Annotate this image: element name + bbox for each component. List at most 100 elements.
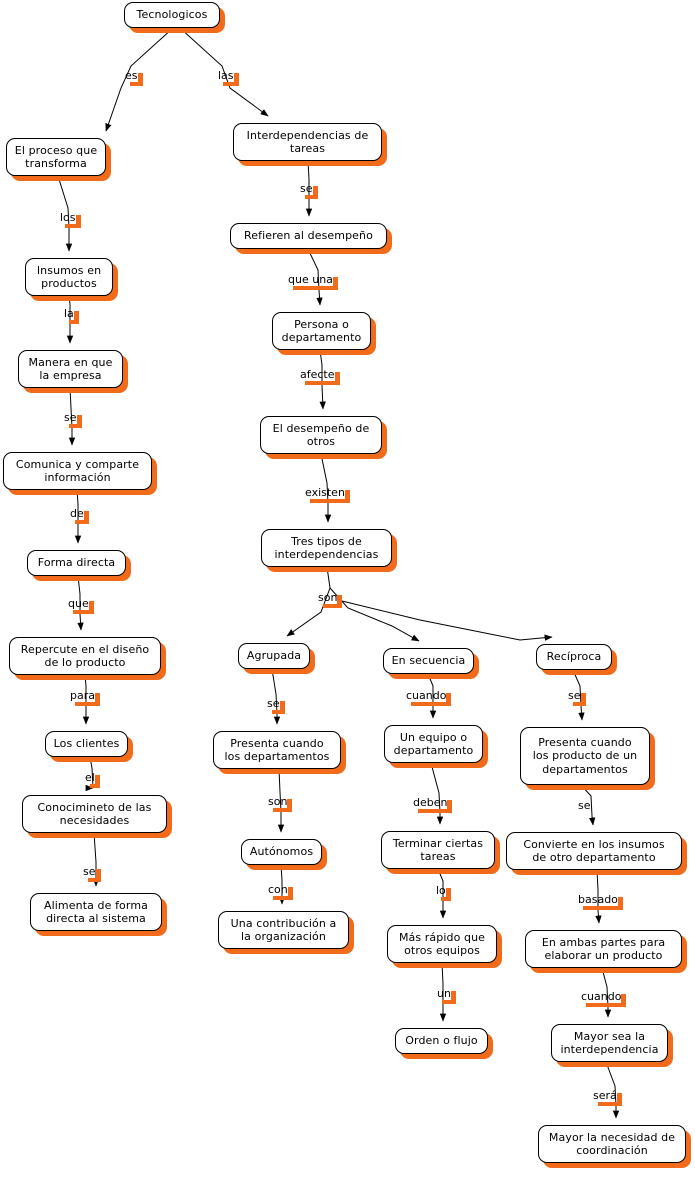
- link-phrase[interactable]: el: [85, 771, 95, 784]
- link-phrase[interactable]: cuando: [406, 689, 447, 702]
- link-phrase[interactable]: para: [70, 689, 95, 702]
- link-phrase[interactable]: será: [593, 1089, 617, 1102]
- link-phrase-shadow-tick: [333, 277, 338, 286]
- link-phrase[interactable]: se: [83, 865, 96, 878]
- link-phrase-shadow-tick: [313, 186, 318, 195]
- link-phrase-shadow-tick: [446, 693, 451, 702]
- concept-node[interactable]: Interdependencias de tareas: [233, 123, 382, 161]
- concept-node[interactable]: Refieren al desempeño: [230, 223, 387, 249]
- link-phrase[interactable]: un: [437, 987, 451, 1000]
- link-phrase-shadow: [305, 381, 340, 385]
- link-phrase-shadow-tick: [84, 511, 89, 520]
- concept-node[interactable]: Orden o flujo: [395, 1028, 488, 1054]
- concept-node-label: Comunica y comparte información: [15, 457, 140, 485]
- concept-node[interactable]: Mayor la necesidad de coordinación: [538, 1125, 686, 1163]
- concept-node[interactable]: Presenta cuando los producto de un depar…: [520, 727, 650, 785]
- link-phrase-shadow: [598, 1102, 622, 1106]
- edge-n21-n22: [430, 762, 444, 825]
- link-phrase[interactable]: existen: [305, 486, 345, 499]
- concept-node[interactable]: Tecnologicos: [124, 2, 220, 28]
- concept-node-label: Presenta cuando los producto de un depar…: [532, 735, 638, 776]
- link-phrase-shadow-tick: [617, 1093, 622, 1102]
- link-phrase[interactable]: son: [318, 591, 338, 604]
- concept-node-label: Tecnologicos: [136, 8, 208, 22]
- link-phrase[interactable]: que: [68, 597, 89, 610]
- link-phrase[interactable]: se: [568, 689, 581, 702]
- link-phrase-shadow: [273, 808, 292, 812]
- concept-node-label: Terminar ciertas tareas: [392, 836, 484, 864]
- link-phrase-shadow: [293, 286, 338, 290]
- link-phrase[interactable]: que una: [288, 273, 333, 286]
- concept-node[interactable]: Presenta cuando los departamentos: [213, 731, 341, 769]
- concept-node[interactable]: Manera en que la empresa: [18, 350, 123, 388]
- concept-node[interactable]: El desempeño de otros: [260, 416, 382, 454]
- concept-node[interactable]: Más rápido que otros equipos: [387, 925, 497, 963]
- link-phrase-shadow: [441, 897, 451, 901]
- link-phrase[interactable]: se: [300, 182, 313, 195]
- concept-node[interactable]: Persona o departamento: [272, 312, 371, 350]
- concept-node[interactable]: Agrupada: [238, 643, 310, 669]
- concept-node[interactable]: Terminar ciertas tareas: [381, 831, 495, 869]
- concept-node-label: Recíproca: [546, 650, 602, 664]
- link-phrase-shadow: [75, 520, 89, 524]
- link-phrase-shadow: [305, 195, 318, 199]
- link-phrase[interactable]: de: [70, 507, 84, 520]
- concept-node[interactable]: Comunica y comparte información: [3, 452, 152, 490]
- link-phrase-shadow: [586, 1003, 626, 1007]
- concept-node-label: Mayor la necesidad de coordinación: [548, 1130, 676, 1158]
- link-phrase[interactable]: la: [64, 307, 74, 320]
- concept-node[interactable]: Conocimineto de las necesidades: [22, 795, 167, 833]
- concept-node-label: Orden o flujo: [405, 1034, 478, 1048]
- concept-node[interactable]: Recíproca: [536, 644, 612, 670]
- link-phrase-shadow-tick: [138, 73, 143, 82]
- link-phrase-shadow-tick: [288, 887, 293, 896]
- concept-node[interactable]: Mayor sea la interdependencia: [551, 1024, 668, 1062]
- link-phrase-shadow-tick: [89, 601, 94, 610]
- concept-node[interactable]: En ambas partes para elaborar un product…: [525, 930, 682, 968]
- link-phrase[interactable]: se: [578, 799, 591, 812]
- link-phrase-shadow: [90, 784, 100, 788]
- concept-node[interactable]: Autónomos: [241, 839, 322, 865]
- concept-node[interactable]: Un equipo o departamento: [384, 725, 483, 763]
- concept-node-label: Repercute en el diseño de lo producto: [20, 642, 150, 670]
- concept-node-label: Los clientes: [53, 737, 120, 751]
- concept-node[interactable]: Tres tipos de interdependencias: [261, 529, 392, 567]
- concept-node-label: Presenta cuando los departamentos: [224, 736, 330, 764]
- link-phrase[interactable]: basado: [578, 893, 618, 906]
- concept-node-label: Insumos en productos: [36, 263, 102, 291]
- concept-node-label: Forma directa: [37, 556, 116, 570]
- link-phrase[interactable]: las: [218, 69, 234, 82]
- concept-node-label: Interdependencias de tareas: [246, 128, 369, 156]
- link-phrase[interactable]: es: [125, 69, 138, 82]
- concept-node-label: Agrupada: [246, 649, 302, 663]
- link-phrase-shadow: [573, 702, 586, 706]
- concept-node-label: Alimenta de forma directa al sistema: [44, 898, 148, 926]
- concept-node[interactable]: Repercute en el diseño de lo producto: [9, 637, 161, 675]
- concept-node[interactable]: Los clientes: [45, 731, 128, 757]
- link-phrase-shadow: [323, 604, 342, 608]
- concept-node[interactable]: Alimenta de forma directa al sistema: [30, 893, 162, 931]
- link-phrase[interactable]: los: [60, 211, 76, 224]
- link-phrase-shadow-tick: [74, 311, 79, 320]
- concept-node[interactable]: Convierte en los insumos de otro departa…: [506, 832, 682, 870]
- link-phrase[interactable]: cuando: [581, 990, 622, 1003]
- concept-node[interactable]: Una contribución a la organización: [218, 911, 349, 949]
- concept-node[interactable]: En secuencia: [383, 648, 474, 674]
- link-phrase-shadow-tick: [234, 73, 239, 82]
- link-phrase[interactable]: se: [267, 697, 280, 710]
- link-phrase[interactable]: lo: [436, 884, 446, 897]
- concept-node[interactable]: El proceso que transforma: [6, 138, 106, 176]
- link-phrase[interactable]: deben: [413, 796, 448, 809]
- edge-n15-n25: [341, 600, 553, 641]
- link-phrase[interactable]: afecte: [300, 368, 335, 381]
- concept-node[interactable]: Forma directa: [27, 550, 126, 576]
- link-phrase[interactable]: se: [64, 411, 77, 424]
- link-phrase-shadow-tick: [96, 869, 101, 878]
- link-phrase-shadow: [273, 896, 293, 900]
- link-phrase[interactable]: con: [268, 883, 288, 896]
- link-phrase[interactable]: son: [268, 795, 288, 808]
- link-phrase-shadow-tick: [76, 215, 81, 224]
- concept-node-label: Persona o departamento: [281, 317, 362, 345]
- concept-node[interactable]: Insumos en productos: [25, 258, 113, 296]
